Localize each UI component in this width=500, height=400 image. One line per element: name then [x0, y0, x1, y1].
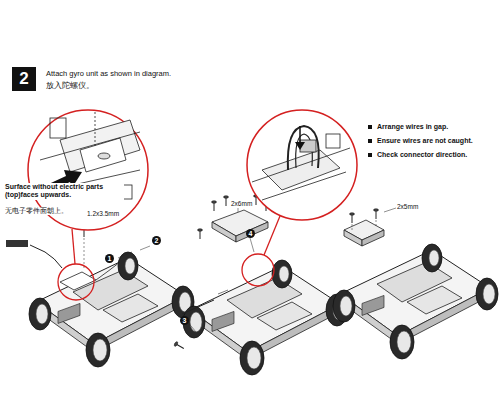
note-text: Arrange wires in gap.	[376, 123, 449, 131]
callout-number-text: 3	[183, 317, 187, 324]
note-text: Ensure wires are not caught.	[376, 137, 474, 145]
callout-number: 2	[152, 236, 161, 245]
dimension-label: 1.2x3.5mm	[86, 210, 120, 218]
note-text: Surface without electric parts (top)face…	[4, 183, 124, 200]
dimension-label: 2x6mm	[230, 200, 253, 208]
note-text: Check connector direction.	[376, 151, 468, 159]
callout-number-text: 1	[108, 255, 112, 262]
step-number: 2	[12, 67, 36, 91]
note-text: 无电子零件面朝上。	[4, 207, 69, 215]
callout-number: 1	[105, 254, 114, 263]
callout-number: 4	[246, 229, 255, 238]
instruction-text: Attach gyro unit as shown in diagram.	[45, 69, 172, 78]
step-number-text: 2	[19, 69, 28, 89]
callout-number-text: 2	[155, 237, 159, 244]
callout-number: 3	[180, 316, 189, 325]
callout-number-text: 4	[249, 230, 253, 237]
dimension-label: 2x5mm	[396, 203, 419, 211]
instruction-text: 放入陀螺仪。	[45, 81, 95, 90]
